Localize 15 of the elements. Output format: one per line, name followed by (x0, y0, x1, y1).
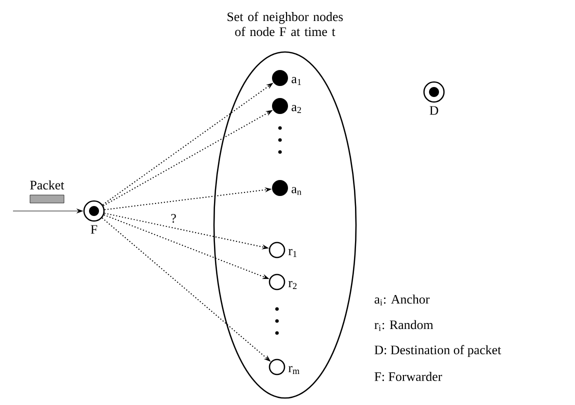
edge-label: ? (171, 214, 176, 223)
node-label: a$_{2}$ (292, 105, 301, 113)
legend-entry: F: Forwarder (374, 372, 442, 382)
node-label: r$_{m}$ (288, 366, 300, 374)
legend-entry: a$_{i}$: Anchor (374, 294, 430, 306)
node-label: a$_{n}$ (292, 187, 302, 195)
legend-entry: r$_{i}$: Random (374, 320, 434, 331)
packet-label: Packet (30, 180, 64, 190)
node-label: F (90, 225, 98, 234)
legend-entry: D: Destination of packet (374, 345, 502, 357)
node-label: a$_{1}$ (292, 77, 301, 85)
node-label: D (430, 106, 438, 115)
set-heading: Set of neighbor nodes of node F at time t (228, 12, 343, 36)
node-label: r$_{2}$ (288, 281, 297, 289)
node-label: r$_{1}$ (288, 249, 296, 257)
